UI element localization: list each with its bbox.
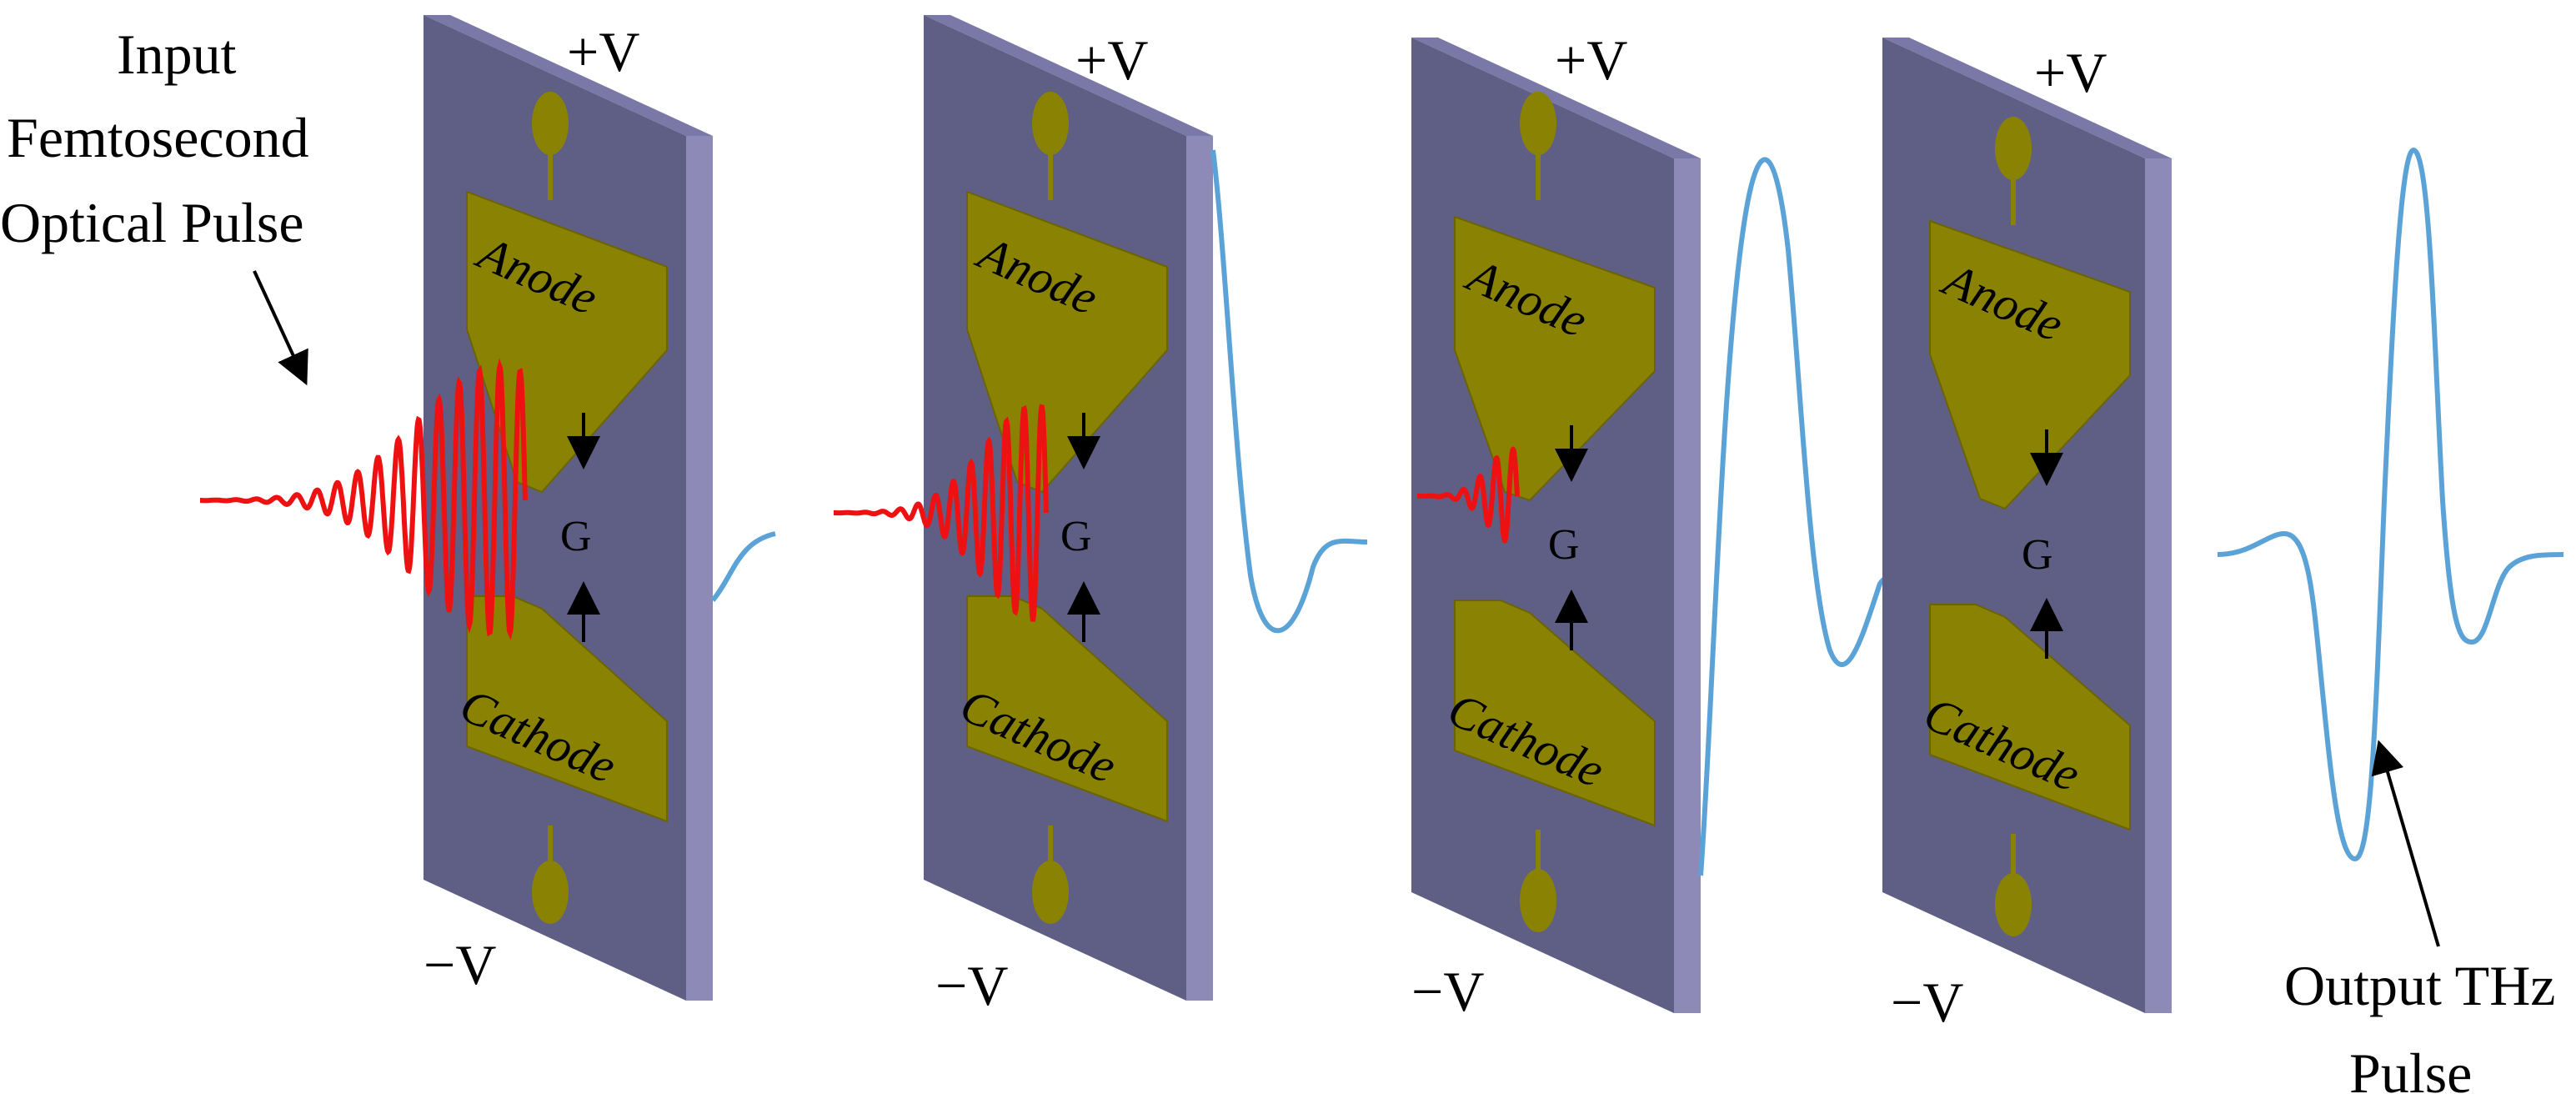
- input-label-line3: Optical Pulse: [0, 191, 304, 254]
- gap-label: G: [1060, 513, 1092, 560]
- antenna-panel-3: Anode Cathode G +V −V: [1411, 28, 1931, 1023]
- substrate-top: [1882, 38, 2172, 158]
- thz-pulse-3: [1698, 157, 1931, 876]
- substrate-side: [1186, 136, 1213, 1001]
- bottom-contact-pad: [1032, 861, 1069, 924]
- antenna-panel-2: Anode Cathode G +V −V: [924, 15, 1368, 1017]
- input-pointer-arrow: [253, 270, 308, 386]
- optical-pulse-3: [1417, 446, 1520, 544]
- top-contact-pad: [1520, 92, 1556, 155]
- substrate-top: [924, 15, 1213, 136]
- output-thz-pulse: [2217, 147, 2564, 862]
- anode-electrode: [966, 190, 1168, 494]
- substrate-side: [686, 136, 713, 1001]
- top-contact-pad: [532, 92, 569, 155]
- top-contact-pad: [1995, 117, 2032, 180]
- substrate-face: [924, 15, 1186, 1001]
- thz-pulse-2: [1210, 149, 1368, 634]
- substrate-side: [1674, 158, 1701, 1013]
- top-contact-pad: [1032, 92, 1069, 155]
- substrate-top: [1411, 38, 1701, 158]
- cathode-electrode: [1454, 600, 1656, 827]
- input-label-line1: Input: [117, 23, 237, 86]
- negative-voltage-label: −V: [1891, 971, 1963, 1034]
- substrate-top: [423, 15, 713, 136]
- antenna-panel-1: Anode Cathode G +V −V: [423, 15, 776, 1001]
- positive-voltage-label: +V: [1075, 28, 1148, 92]
- positive-voltage-label: +V: [2034, 41, 2107, 104]
- output-pointer-arrow: [2371, 740, 2440, 947]
- gap-label: G: [560, 513, 592, 560]
- gap-label: G: [1548, 521, 1580, 569]
- optical-pulse-1: [200, 358, 528, 640]
- antenna-panel-4: Anode Cathode G +V −V: [1882, 38, 2172, 1034]
- substrate-side: [2145, 158, 2172, 1013]
- negative-voltage-label: −V: [935, 954, 1008, 1017]
- anode-electrode: [1929, 219, 2131, 510]
- negative-voltage-label: −V: [1411, 960, 1484, 1023]
- positive-voltage-label: +V: [1555, 28, 1627, 92]
- output-label-line2: Pulse: [2349, 1041, 2472, 1105]
- gap-label: G: [2022, 531, 2053, 579]
- thz-pulse-1: [710, 531, 776, 602]
- positive-voltage-label: +V: [567, 20, 639, 83]
- anode-electrode: [1454, 215, 1656, 502]
- bottom-contact-pad: [1520, 869, 1556, 932]
- bottom-contact-pad: [1995, 873, 2032, 936]
- substrate-face: [1411, 38, 1674, 1013]
- input-label-line2: Femtosecond: [7, 106, 309, 169]
- bottom-contact-pad: [532, 861, 569, 924]
- optical-pulse-2: [834, 404, 1049, 622]
- cathode-electrode: [966, 595, 1168, 823]
- output-label-line1: Output THz: [2284, 954, 2556, 1017]
- cathode-electrode: [1929, 604, 2131, 831]
- negative-voltage-label: −V: [423, 933, 496, 996]
